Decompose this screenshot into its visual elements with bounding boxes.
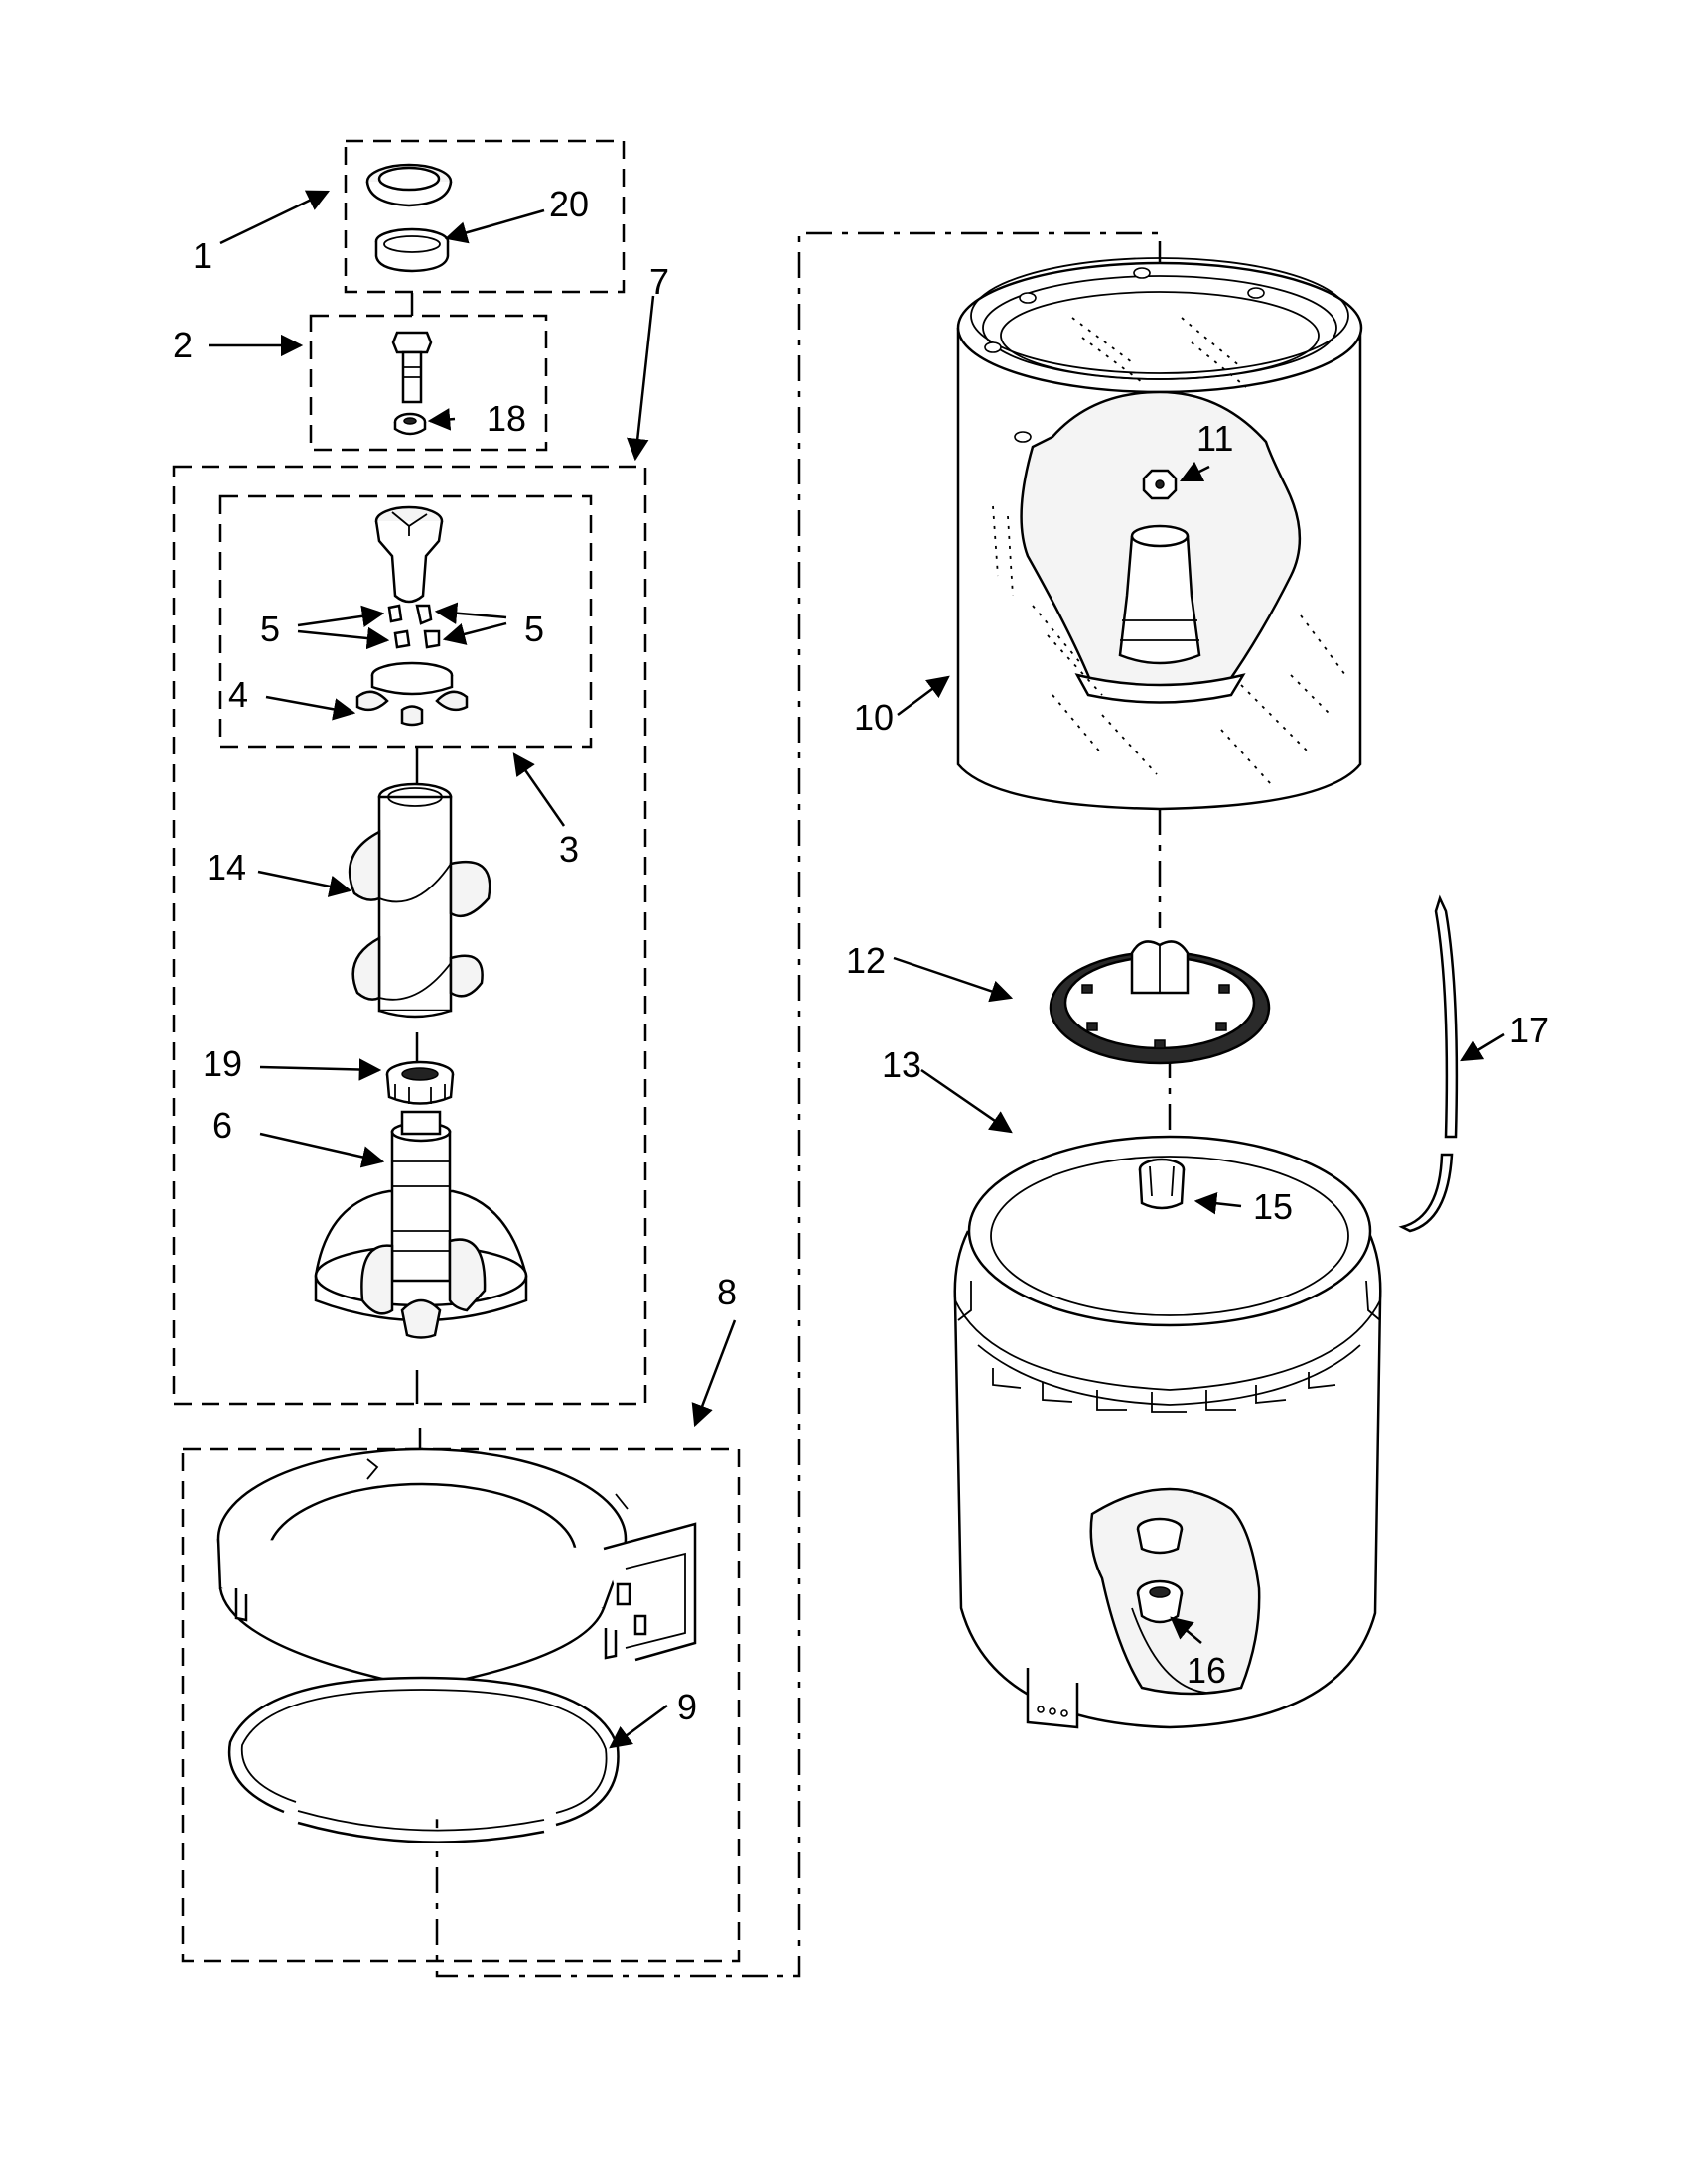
callout-13: 13: [882, 1044, 921, 1085]
group-box-8: [181, 1447, 741, 1963]
agitator-cam: [374, 505, 444, 604]
callout-labels: 1 20 2 18 7 5 5 4 3 14 19 6 8 9 10 11 12…: [173, 184, 1549, 1727]
callout-20: 20: [549, 184, 589, 224]
bolt-washer: [393, 412, 427, 436]
group-box-3: [218, 494, 593, 749]
agitator-dogs: [387, 604, 441, 649]
agitator-bearing: [385, 1060, 455, 1105]
callout-2: 2: [173, 325, 193, 365]
leader-arrows: [209, 190, 1505, 1749]
callout-18: 18: [487, 398, 526, 439]
callout-4: 4: [228, 674, 248, 715]
callout-6: 6: [212, 1105, 232, 1146]
callout-9: 9: [677, 1687, 697, 1727]
callout-5-right: 5: [524, 609, 544, 649]
clamp-ring: [227, 1676, 620, 1843]
callout-8: 8: [717, 1272, 737, 1312]
tub-vent-slots: [992, 1368, 1336, 1413]
agitator-auger: [348, 782, 491, 1019]
callout-11: 11: [1196, 418, 1233, 459]
tub-ring: [216, 1447, 697, 1737]
lower-agitator-skirt: [314, 1110, 528, 1339]
callout-10: 10: [854, 697, 894, 738]
outer-tub: [953, 1135, 1382, 1729]
agitator-cap: [365, 163, 453, 207]
callout-7: 7: [649, 261, 669, 302]
drive-block: [1138, 1158, 1186, 1210]
callout-3: 3: [559, 829, 579, 870]
callout-1: 1: [193, 235, 212, 276]
group-box-1: [344, 139, 626, 294]
callout-12: 12: [846, 940, 886, 981]
basket-perforations: [992, 317, 1346, 785]
wash-basket: [956, 257, 1363, 811]
basket-drive-hub: [1049, 940, 1271, 1065]
callout-16: 16: [1187, 1650, 1226, 1691]
group-box-2: [309, 314, 548, 452]
agitator-bolt: [391, 331, 433, 404]
callout-14: 14: [207, 847, 246, 887]
callout-5-left: 5: [260, 609, 280, 649]
group-box-7: [172, 465, 647, 1406]
callout-19: 19: [203, 1043, 242, 1084]
drain-hose: [1398, 894, 1459, 1233]
callout-17: 17: [1509, 1010, 1549, 1050]
cap-seal-ring: [374, 227, 450, 273]
dog-retainer: [355, 661, 469, 727]
callout-15: 15: [1253, 1186, 1293, 1227]
